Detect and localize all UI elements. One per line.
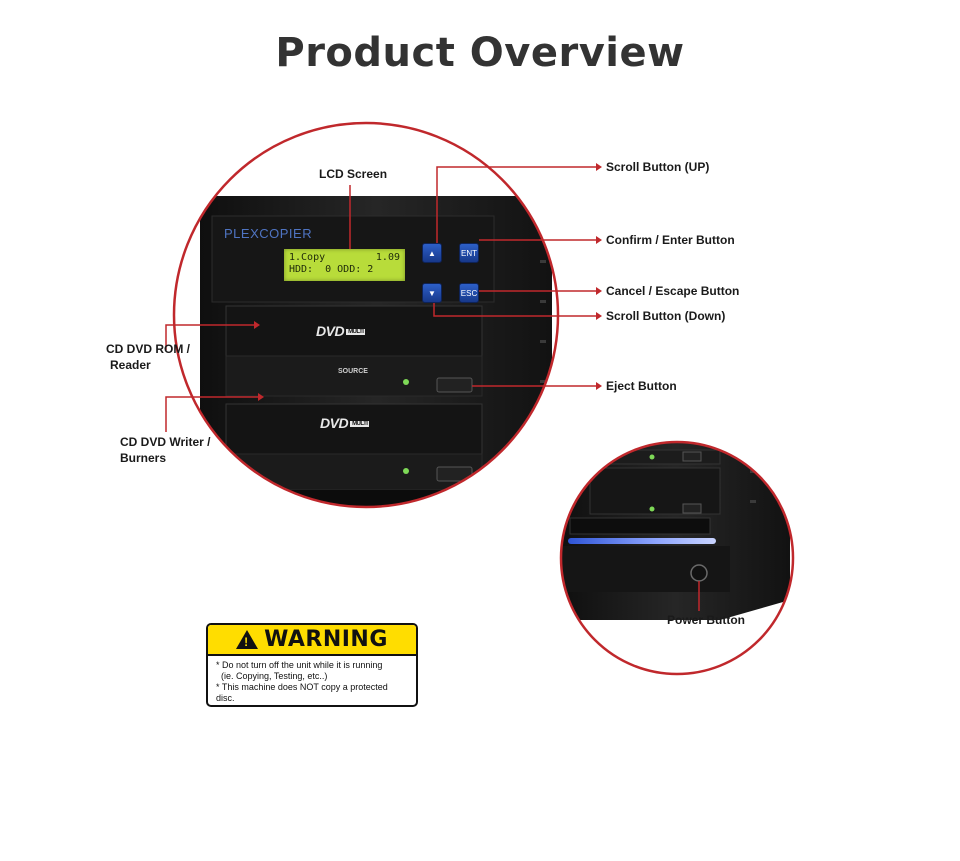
arrow-up-icon: ▲ [428,248,436,258]
callout-writer: CD DVD Writer / Burners [120,434,210,466]
warning-symbol: ! [244,635,249,649]
callout-power: Power Button [667,613,745,627]
power-zoom-circle [559,440,795,676]
writer-dvd-logo-sub: MULTI [350,421,370,428]
reader-dvd-logo-sub: MULTI [346,329,366,336]
callout-scroll-up: Scroll Button (UP) [606,160,710,174]
escape-button-label: ESC [460,288,478,298]
scroll-up-button[interactable]: ▲ [422,243,442,263]
source-label: SOURCE [338,368,368,375]
callout-writer-line2: Burners [120,451,167,465]
writer-led-icon [403,468,409,474]
callout-reader: CD DVD ROM / Reader [106,341,190,373]
escape-button[interactable]: ESC [459,283,479,303]
leader-lines [165,166,700,611]
warning-line-2: (ie. Copying, Testing, etc..) [221,671,328,681]
callout-cancel-escape: Cancel / Escape Button [606,284,740,298]
warning-line-3: * This machine does NOT copy a protected… [216,682,388,703]
page-title: Product Overview [275,30,685,76]
callout-reader-line2: Reader [110,358,151,372]
warning-line-1: * Do not turn off the unit while it is r… [216,660,383,670]
warning-body: * Do not turn off the unit while it is r… [208,656,416,705]
blue-light-strip [568,538,716,544]
bottom-led-icon [649,506,655,512]
power-button[interactable] [690,564,708,582]
warning-triangle-icon: ! [236,630,259,649]
writer-leader [165,396,262,432]
warning-label: ! WARNING * Do not turn off the unit whi… [206,623,418,707]
enter-button-label: ENT [461,248,477,258]
main-zoom-circle [172,121,560,509]
callout-eject: Eject Button [606,379,677,393]
scroll-down-leader [433,302,596,317]
scroll-down-button[interactable]: ▼ [422,283,442,303]
writer-drive-tray [225,403,483,455]
enter-button[interactable]: ENT [459,243,479,263]
warning-heading: WARNING [264,627,388,652]
callout-confirm-enter: Confirm / Enter Button [606,233,735,247]
lcd-screen: 1.Copy 1.09 HDD: 0 ODD: 2 [284,249,405,281]
writer-dvd-logo-text: DVD [320,415,349,431]
lcd-line1-left: 1.Copy [289,252,326,263]
lcd-line2: HDD: 0 ODD: 2 [289,264,374,275]
brand-logo: PLEXCOPIER [224,226,313,241]
top-led-icon [649,454,655,460]
warning-header: ! WARNING [208,625,416,656]
main-zoom-view [174,123,558,507]
arrow-down-icon: ▼ [428,288,436,298]
reader-led-icon [403,379,409,385]
callout-writer-line1: CD DVD Writer / [120,435,211,449]
reader-dvd-logo-text: DVD [316,323,345,339]
reader-leader [165,324,258,350]
eject-button[interactable] [436,377,473,393]
callout-lcd-screen: LCD Screen [319,167,388,181]
callout-reader-line1: CD DVD ROM / [106,342,190,356]
leader-arrows [254,163,602,401]
lcd-line1-right: 1.09 [375,252,400,263]
power-zoom-view [561,442,793,674]
scroll-up-leader [436,166,596,247]
callout-scroll-down: Scroll Button (Down) [606,309,726,323]
